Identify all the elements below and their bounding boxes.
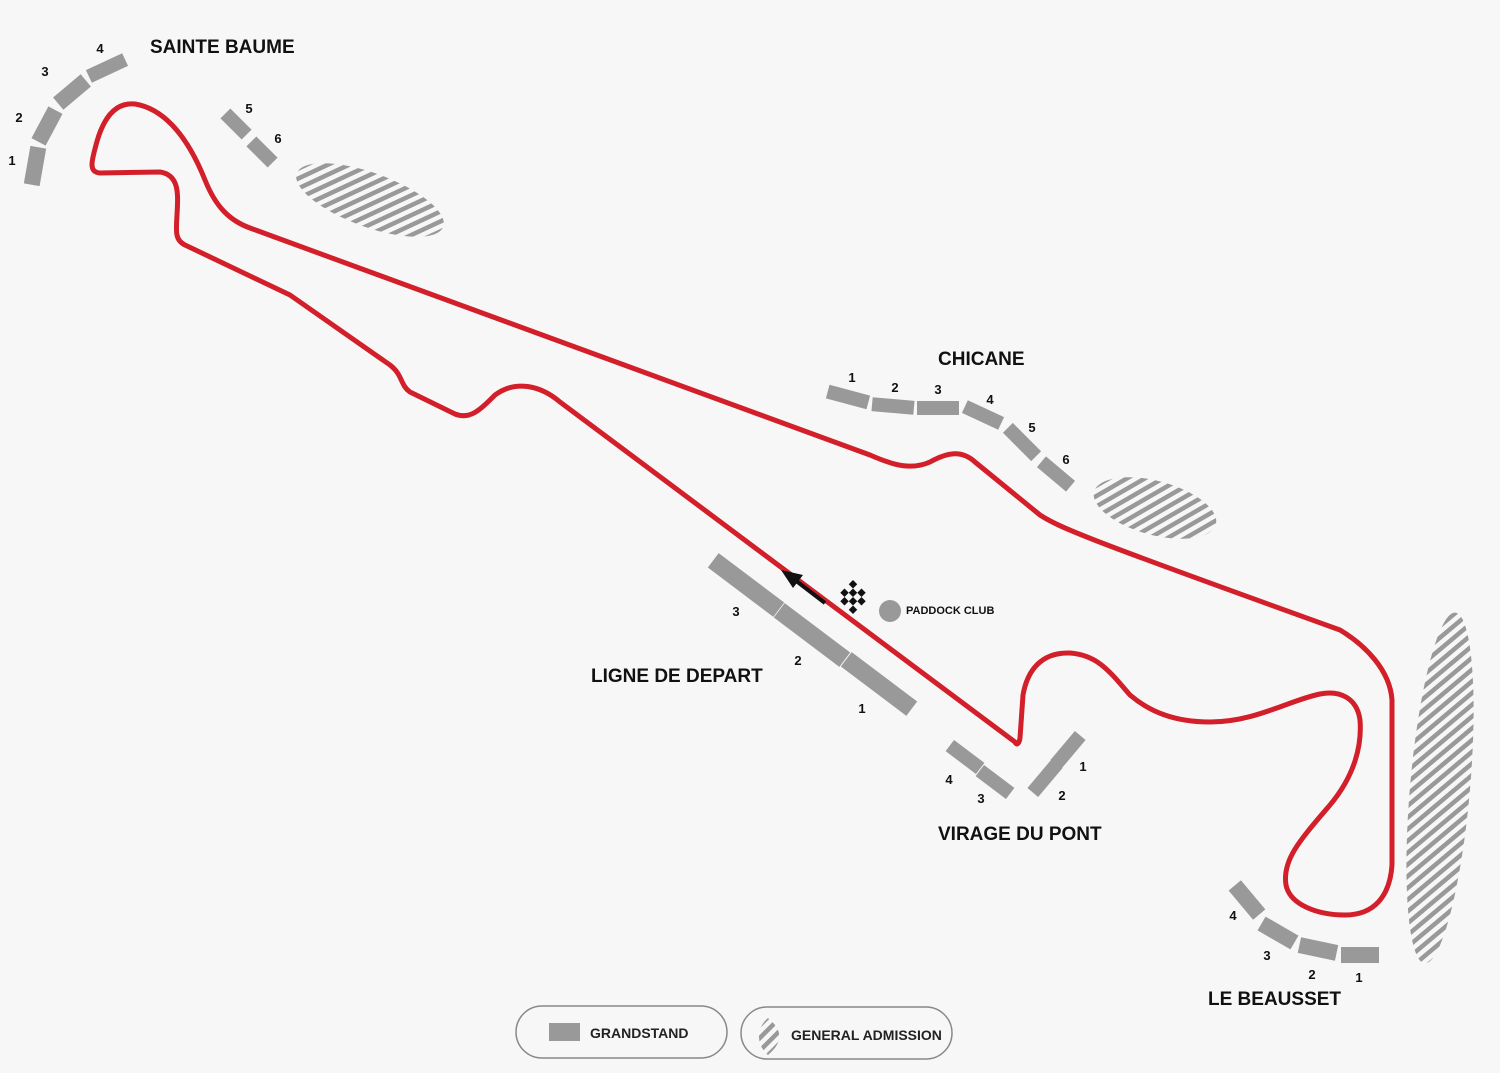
stand-number: 4 [1229,908,1237,923]
grandstand-virage-du-pont[interactable] [945,730,1086,800]
grandstand-sainte-baume[interactable] [23,53,278,187]
stand-number: 5 [245,101,252,116]
section-label-chicane: CHICANE [938,349,1025,370]
stand-number: 1 [858,701,865,716]
stand-number: 3 [1263,948,1270,963]
stand-number: 5 [1028,420,1035,435]
grandstand-le-beausset[interactable] [1228,880,1379,963]
stand-number: 1 [8,153,15,168]
grandstand-ligne-de-depart[interactable] [707,553,918,716]
stand-number: 2 [794,653,801,668]
stand-number: 3 [934,382,941,397]
stand-number: 2 [891,380,898,395]
legend-grandstand-label: GRANDSTAND [590,1025,689,1041]
paddock-club-marker[interactable] [879,600,901,622]
section-label-virage-du-pont: VIRAGE DU PONT [938,824,1102,845]
stand-number: 6 [1062,452,1069,467]
stand-number: 3 [732,604,739,619]
stand-number: 2 [1308,967,1315,982]
stand-number: 1 [1355,970,1362,985]
stand-number: 3 [977,791,984,806]
stand-number: 1 [848,370,855,385]
stand-number: 3 [41,64,48,79]
section-label-le-beausset: LE BEAUSSET [1208,989,1341,1010]
general-admission-area[interactable] [287,148,452,252]
direction-arrow [793,578,827,605]
stand-number: 4 [986,392,994,407]
direction-arrow-head [781,570,803,588]
legend-general-admission-label: GENERAL ADMISSION [791,1027,942,1043]
hatch-icon [759,1018,780,1055]
stand-number: 4 [96,41,104,56]
race-track [89,101,1395,918]
checkered-flag-icon [840,580,866,614]
general-admission-area[interactable] [1087,466,1223,551]
paddock-club-label: PADDOCK CLUB [906,605,994,617]
legend-grandstand[interactable]: GRANDSTAND [515,1005,728,1059]
section-label-ligne-de-depart: LIGNE DE DEPART [591,666,763,687]
grandstand-chicane[interactable] [825,384,1076,492]
general-admission-area[interactable] [1395,610,1485,966]
stand-number: 6 [274,131,281,146]
grandstand-icon [549,1023,580,1041]
stand-number: 1 [1079,759,1086,774]
stand-number: 4 [945,772,953,787]
stand-number: 2 [1058,788,1065,803]
section-label-sainte-baume: SAINTE BAUME [150,37,295,58]
stand-number: 2 [15,110,22,125]
legend-general-admission[interactable]: GENERAL ADMISSION [740,1006,953,1060]
